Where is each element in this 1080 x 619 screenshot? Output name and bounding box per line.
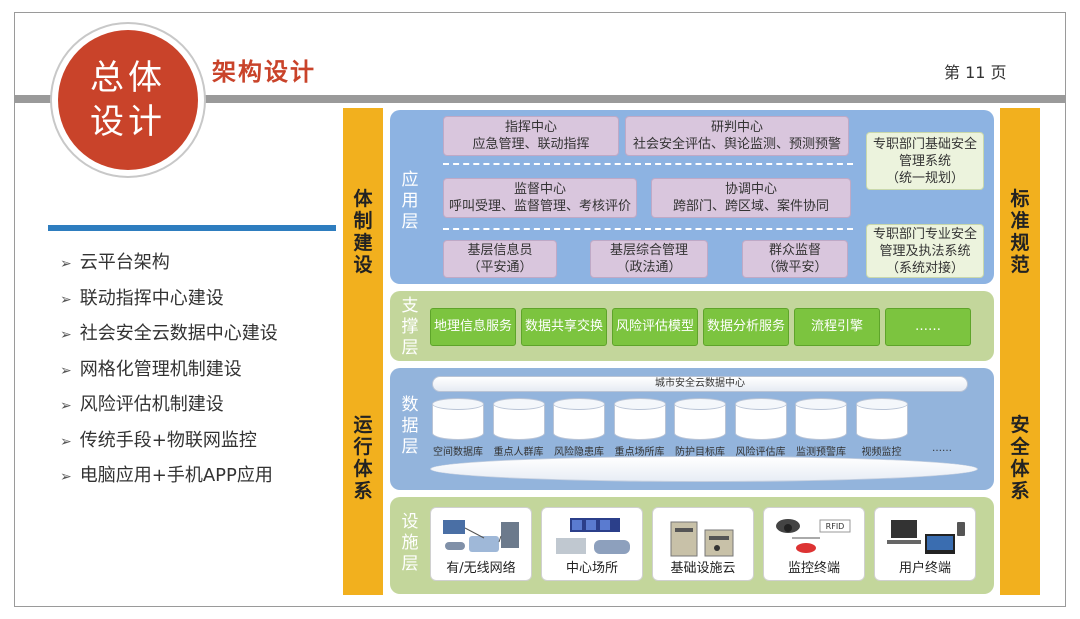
cylinder-body [795,404,847,440]
command-center: 指挥中心 应急管理、联动指挥 [443,116,619,156]
outline-list: ➢云平台架构 ➢联动指挥中心建设 ➢社会安全云数据中心建设 ➢网格化管理机制建设… [60,250,278,499]
cylinder-top [674,398,726,410]
page-number: 第 11 页 [944,63,1007,82]
cylinder-body [734,404,787,440]
database-label: 重点场所库 [614,447,665,458]
left-pillar: 体制建设 运行体系 [343,108,383,595]
device-icon [887,520,965,554]
cylinder-top [795,398,847,410]
right-pillar: 标准规范 安全体系 [1000,108,1040,595]
arrow-icon: ➢ [60,362,72,379]
arrow-icon: ➢ [60,433,72,450]
support-item: …… [885,308,971,346]
support-item: 风险评估模型 [612,308,698,346]
database-cylinder [674,398,726,442]
database-label: 空间数据库 [433,447,483,458]
cylinder-top [553,398,605,410]
database-cylinder [553,398,605,442]
base-safety-system: 专职部门基础安全 管理系统 （统一规划） [866,132,984,190]
network-icon [443,520,519,552]
left-pillar-top: 体制建设 [343,188,383,276]
camera-icon: RFID [776,519,851,553]
right-pillar-bottom: 安全体系 [1010,414,1030,502]
support-item: 数据共享交换 [521,308,607,346]
support-item: 数据分析服务 [703,308,789,346]
header-rule [15,95,1065,103]
title-badge-line1: 总体 [90,58,166,98]
cylinder-top [613,398,666,410]
professional-safety-system: 专职部门专业安全 管理及执法系统 （系统对接） [866,224,984,278]
infra-cloud-label: 基础设施云 [670,561,736,576]
database-label: 监测预警库 [796,447,846,458]
arrow-icon: ➢ [60,327,72,343]
app-separator-1 [443,163,853,165]
arrow-icon: ➢ [60,469,72,485]
outline-item[interactable]: ➢传统手段+物联网监控 [60,429,257,451]
analysis-center: 研判中心 社会安全评估、舆论监测、预测预警 [625,116,849,156]
database-cylinder [613,398,666,442]
infra-cloud-card: 基础设施云 [652,507,754,581]
title-badge-line2: 设计 [90,102,166,142]
server-icon [670,521,734,557]
application-layer-label: 应用层 [401,170,419,232]
supervision-center: 监督中心 呼叫受理、监督管理、考核评价 [443,178,637,218]
arrow-icon: ➢ [60,398,72,414]
data-platform [430,456,978,482]
database-label: …… [932,443,952,454]
svg-text:RFID: RFID [826,522,845,531]
support-item: 流程引擎 [794,308,880,346]
outline-item[interactable]: ➢社会安全云数据中心建设 [60,323,278,344]
database-cylinder [432,398,484,442]
grassroots-informant: 基层信息员 （平安通） [443,240,557,278]
cylinder-body [674,404,726,440]
support-item: 地理信息服务 [430,308,516,346]
support-layer-label: 支撑层 [401,296,419,358]
network-card: 有/无线网络 [430,507,532,581]
network-label: 有/无线网络 [446,561,516,576]
outline-item[interactable]: ➢风险评估机制建设 [60,394,224,415]
database-label: 风险隐患库 [554,447,604,458]
monitor-terminal-label: 监控终端 [787,561,840,576]
outline-item[interactable]: ➢联动指挥中心建设 [60,287,224,309]
right-pillar-top: 标准规范 [1010,188,1030,276]
outline-item[interactable]: ➢电脑应用+手机APP应用 [60,465,273,486]
user-terminal-label: 用户终端 [898,561,951,576]
database-cylinder [734,398,787,442]
database-cylinder [492,398,545,442]
arrow-icon: ➢ [60,291,72,308]
database-label: 防护目标库 [675,447,725,458]
grassroots-management: 基层综合管理 （政法通） [590,240,708,278]
outline-item[interactable]: ➢云平台架构 [60,252,170,273]
outline-item[interactable]: ➢网格化管理机制建设 [60,358,242,380]
cylinder-body [613,404,666,440]
user-terminal-card: 用户终端 [874,507,976,581]
database-label: 重点人群库 [493,447,544,458]
app-separator-2 [443,228,853,230]
cylinder-top [734,398,787,410]
arrow-icon: ➢ [60,256,72,272]
public-supervision: 群众监督 （微平安） [742,240,848,278]
database-cylinder [795,398,847,442]
coordination-center: 协调中心 跨部门、跨区域、案件协同 [651,178,851,218]
cylinder-top [855,398,908,410]
menu-divider [48,225,336,231]
monitor-terminal-card: RFID 监控终端 [763,507,865,581]
data-layer-label: 数据层 [401,395,419,457]
database-label: 视频监控 [861,447,902,458]
database-label: 风险评估库 [735,447,786,458]
center-venue-card: 中心场所 [541,507,643,581]
cylinder-top [432,398,484,410]
data-center-pipe: 城市安全云数据中心 [432,376,968,392]
cylinder-body [855,404,908,440]
cylinder-top [492,398,545,410]
left-pillar-bottom: 运行体系 [353,414,373,502]
title-badge: 总体 设计 [58,30,198,170]
center-venue-label: 中心场所 [565,561,618,576]
facility-layer-label: 设施层 [401,512,419,574]
section-subtitle: 架构设计 [212,57,316,86]
control-room-icon [556,518,630,554]
left-top-char: 体 [353,188,373,210]
database-cylinder [855,398,908,442]
